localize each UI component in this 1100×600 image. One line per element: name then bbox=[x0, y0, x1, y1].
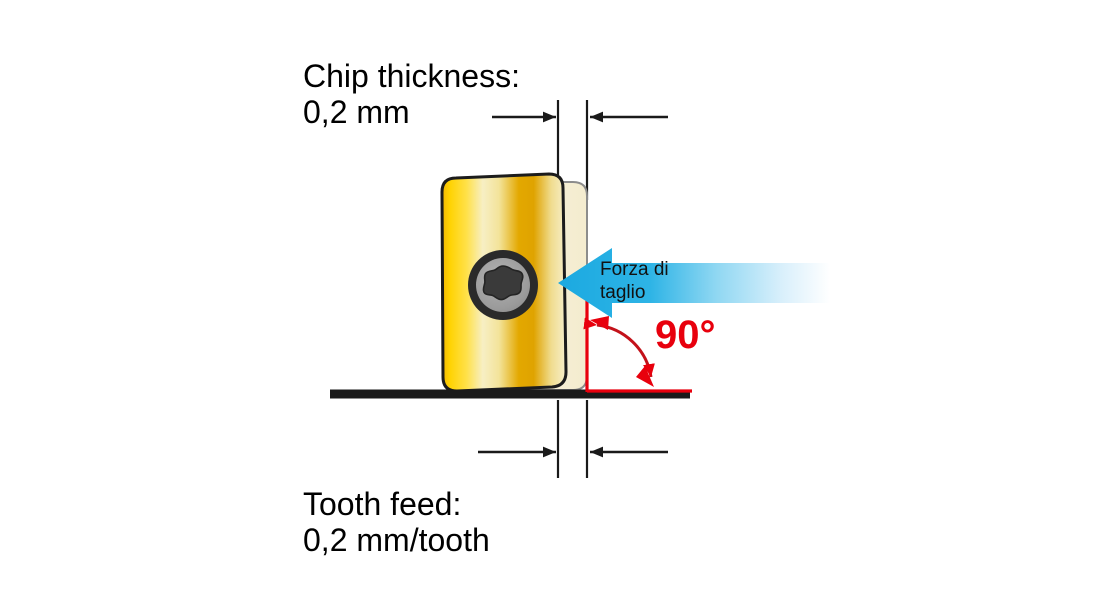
tooth-feed-line1: Tooth feed: bbox=[303, 486, 462, 522]
torx-socket-icon bbox=[482, 265, 524, 301]
cutting-force-arrow bbox=[558, 248, 830, 318]
force-label-line1: Forza di bbox=[600, 259, 669, 280]
angle-arc-head-start bbox=[590, 316, 609, 330]
tooth-feed-dimension bbox=[478, 400, 668, 478]
chip-thickness-line2: 0,2 mm bbox=[303, 94, 410, 131]
entering-angle-construction bbox=[583, 288, 692, 393]
force-label-line2: taglio bbox=[600, 282, 646, 304]
tooth-feed-line2: 0,2 mm/tooth bbox=[303, 522, 490, 559]
angle-arc-head-end bbox=[636, 366, 654, 387]
chip-thickness-line1: Chip thickness: bbox=[303, 58, 520, 94]
angle-label: 90° bbox=[655, 313, 716, 357]
force-arrow-icon bbox=[558, 248, 830, 318]
tooth-feed-label: Tooth feed:0,2 mm/tooth bbox=[303, 486, 490, 559]
chip-thickness-label: Chip thickness:0,2 mm bbox=[303, 58, 520, 131]
torx-screw bbox=[468, 250, 538, 320]
